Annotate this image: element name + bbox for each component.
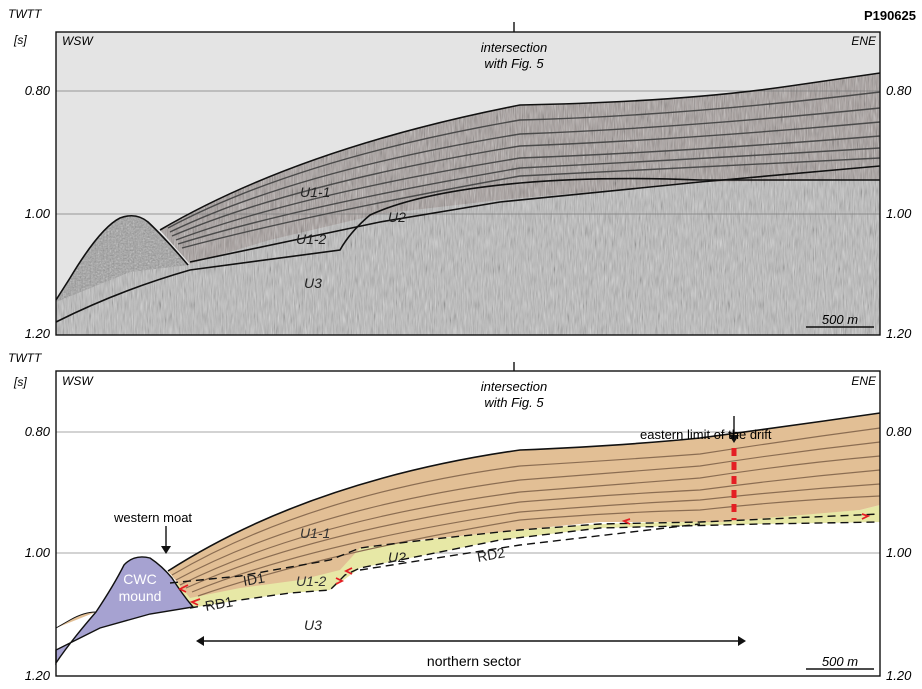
bottom-tick-right-120: 1.20 (886, 668, 912, 683)
bottom-tick-right-100: 1.00 (886, 545, 912, 560)
top-unit-u1-1: U1-1 (300, 184, 330, 200)
cwc-mound-label-1: CWC (123, 571, 156, 587)
top-west-label: WSW (62, 34, 94, 48)
top-tick-right-100: 1.00 (886, 206, 912, 221)
top-unit-label: [s] (13, 33, 27, 47)
top-tick-left-100: 1.00 (25, 206, 51, 221)
top-east-label: ENE (851, 34, 877, 48)
top-twtt-label: TWTT (8, 7, 43, 21)
bottom-west-label: WSW (62, 374, 94, 388)
top-tick-left-080: 0.80 (25, 83, 51, 98)
northern-sector-label: northern sector (427, 653, 521, 669)
bottom-unit-u2: U2 (388, 549, 406, 565)
bottom-unit-u1-1: U1-1 (300, 525, 330, 541)
bottom-unit-u3: U3 (304, 617, 322, 633)
top-scale-label: 500 m (822, 312, 858, 327)
bottom-panel: TWTT [s] WSW ENE intersection with Fig. … (8, 351, 912, 683)
top-tick-left-120: 1.20 (25, 326, 51, 341)
bottom-unit-label: [s] (13, 375, 27, 389)
top-intersection-line-2: with Fig. 5 (484, 56, 544, 71)
top-unit-u2: U2 (388, 209, 406, 225)
bottom-tick-left-080: 0.80 (25, 424, 51, 439)
bottom-tick-right-080: 0.80 (886, 424, 912, 439)
drift-limit-label: eastern limit of the drift (640, 427, 772, 442)
bottom-scale-label: 500 m (822, 654, 858, 669)
cwc-mound-label-2: mound (119, 588, 162, 604)
bottom-twtt-label: TWTT (8, 351, 43, 365)
top-unit-u3: U3 (304, 275, 322, 291)
top-tick-right-080: 0.80 (886, 83, 912, 98)
bottom-intersection-line-2: with Fig. 5 (484, 395, 544, 410)
top-panel: TWTT [s] WSW ENE P190625 intersection wi… (8, 7, 916, 341)
bottom-unit-u1-2: U1-2 (296, 573, 327, 589)
bottom-tick-left-120: 1.20 (25, 668, 51, 683)
bottom-tick-left-100: 1.00 (25, 545, 51, 560)
profile-id: P190625 (864, 8, 916, 23)
bottom-east-label: ENE (851, 374, 877, 388)
top-tick-right-120: 1.20 (886, 326, 912, 341)
western-moat-label: western moat (113, 510, 192, 525)
bottom-intersection-line-1: intersection (481, 379, 547, 394)
top-intersection-line-1: intersection (481, 40, 547, 55)
top-unit-u1-2: U1-2 (296, 231, 327, 247)
